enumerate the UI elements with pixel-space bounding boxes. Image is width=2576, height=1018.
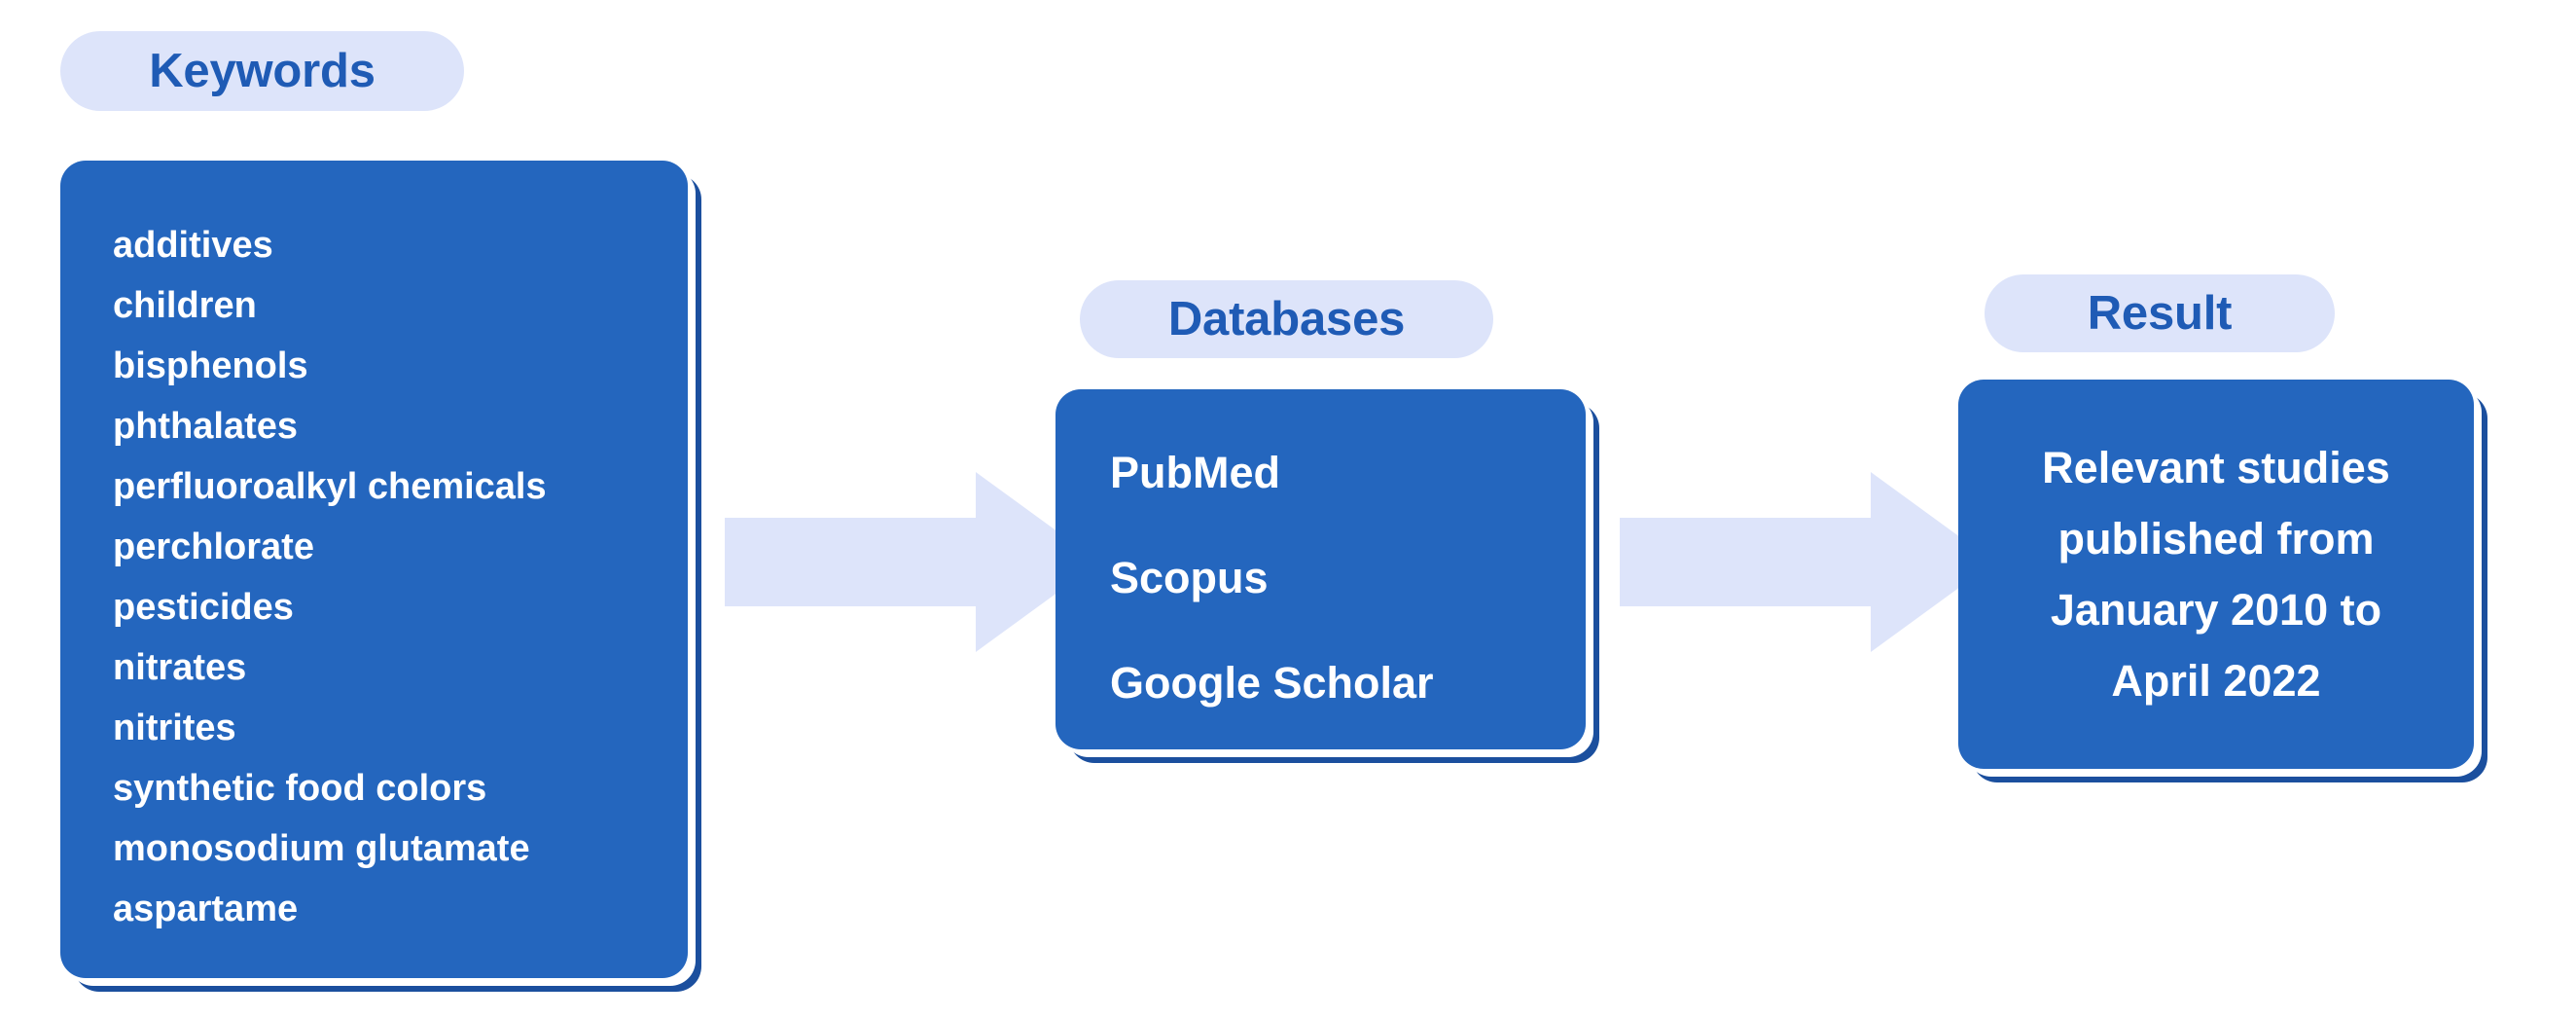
list-item: perfluoroalkyl chemicals — [113, 466, 547, 507]
arrow-databases-to-result — [1620, 472, 1994, 652]
arrow-keywords-to-databases — [725, 472, 1099, 652]
result-box: Relevant studies published from January … — [1958, 380, 2487, 782]
list-item: Relevant studies — [2042, 443, 2390, 492]
list-item: pesticides — [113, 587, 294, 628]
result-text: Relevant studies published from January … — [2042, 432, 2390, 716]
databases-pill: Databases — [1080, 280, 1493, 358]
list-item: April 2022 — [2111, 656, 2321, 706]
result-box-body: Relevant studies published from January … — [1958, 380, 2474, 769]
list-item: perchlorate — [113, 527, 314, 567]
list-item: bisphenols — [113, 345, 308, 386]
list-item: aspartame — [113, 889, 299, 929]
list-item: additives — [113, 225, 273, 266]
keywords-pill: Keywords — [60, 31, 464, 111]
list-item: phthalates — [113, 406, 299, 447]
list-item: monosodium glutamate — [113, 828, 530, 869]
databases-box-body: PubMed Scopus Google Scholar — [1055, 389, 1586, 749]
list-item: Google Scholar — [1110, 658, 1434, 708]
keywords-box-body: additives children bisphenols phthalates… — [60, 161, 688, 978]
databases-pill-label: Databases — [1167, 293, 1406, 345]
list-item: nitrites — [113, 708, 236, 748]
list-item: Scopus — [1110, 553, 1269, 602]
databases-box: PubMed Scopus Google Scholar — [1055, 389, 1599, 763]
list-item: children — [113, 285, 257, 326]
list-item: January 2010 to — [2050, 585, 2382, 635]
list-item: synthetic food colors — [113, 768, 487, 809]
keywords-list: additives children bisphenols phthalates… — [113, 215, 688, 939]
list-item: published from — [2057, 514, 2375, 564]
databases-list: PubMed Scopus Google Scholar — [1110, 444, 1586, 712]
result-pill-label: Result — [2087, 287, 2233, 340]
keywords-pill-label: Keywords — [149, 45, 376, 97]
keywords-box: additives children bisphenols phthalates… — [60, 161, 701, 992]
result-pill: Result — [1985, 274, 2335, 352]
list-item: PubMed — [1110, 448, 1280, 497]
list-item: nitrates — [113, 647, 247, 688]
